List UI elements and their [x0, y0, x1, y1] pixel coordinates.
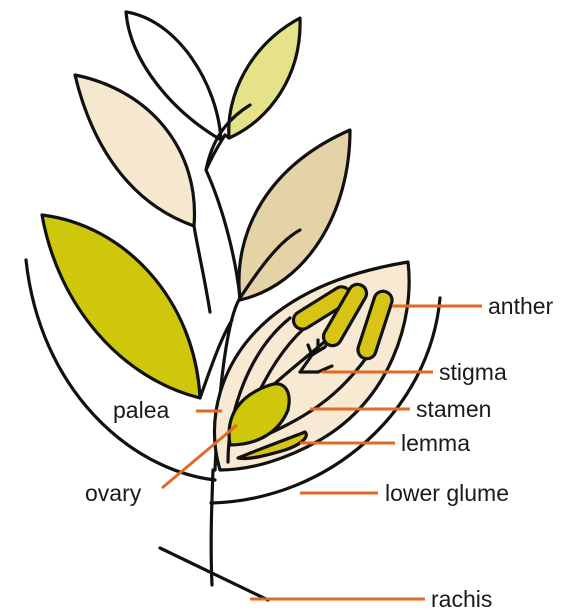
label-anther: anther [488, 293, 554, 319]
rachis-bar [160, 548, 268, 600]
label-stamen: stamen [416, 396, 491, 422]
left-olive-glume [42, 215, 200, 398]
label-stigma: stigma [439, 359, 507, 385]
lower-stem [211, 470, 213, 585]
label-lower-glume: lower glume [385, 480, 509, 506]
label-lemma: lemma [401, 430, 470, 456]
label-rachis: rachis [431, 586, 492, 612]
label-palea: palea [113, 397, 169, 423]
label-ovary: ovary [85, 480, 142, 506]
top-pale-yellow-glume [229, 18, 300, 138]
